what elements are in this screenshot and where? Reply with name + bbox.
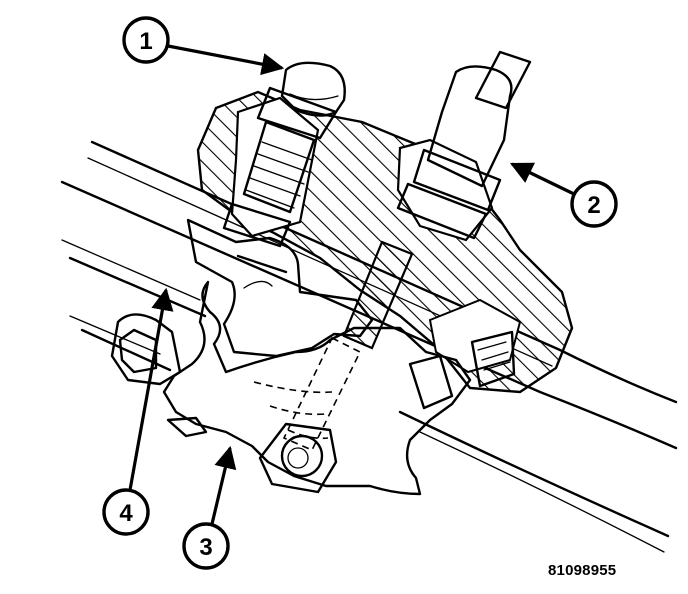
callout-2: 2 <box>509 162 618 228</box>
sensor <box>396 50 532 240</box>
callout-4-label: 4 <box>119 500 133 527</box>
callout-3-label: 3 <box>199 534 212 561</box>
bolt <box>222 61 346 248</box>
callout-2-leader <box>509 162 575 196</box>
callout-1: 1 <box>122 16 285 76</box>
hidden-link <box>253 336 362 452</box>
callout-3-circle <box>182 522 230 570</box>
right-block <box>408 330 516 410</box>
callout-1-leader <box>167 44 285 76</box>
callout-3-leader <box>210 445 237 525</box>
callout-4-circle <box>102 488 150 536</box>
callout-1-label: 1 <box>139 28 152 55</box>
callout-2-circle <box>570 180 618 228</box>
callout-3: 3 <box>182 445 237 570</box>
figure-id: 81098955 <box>548 562 617 579</box>
housing-section <box>196 90 574 394</box>
link-section <box>342 240 414 350</box>
roller <box>258 422 338 494</box>
callout-4-leader <box>128 287 174 491</box>
callout-2-label: 2 <box>587 192 600 219</box>
callout-1-circle <box>122 16 170 64</box>
rail-lines <box>60 140 678 553</box>
callout-4: 4 <box>102 287 174 536</box>
